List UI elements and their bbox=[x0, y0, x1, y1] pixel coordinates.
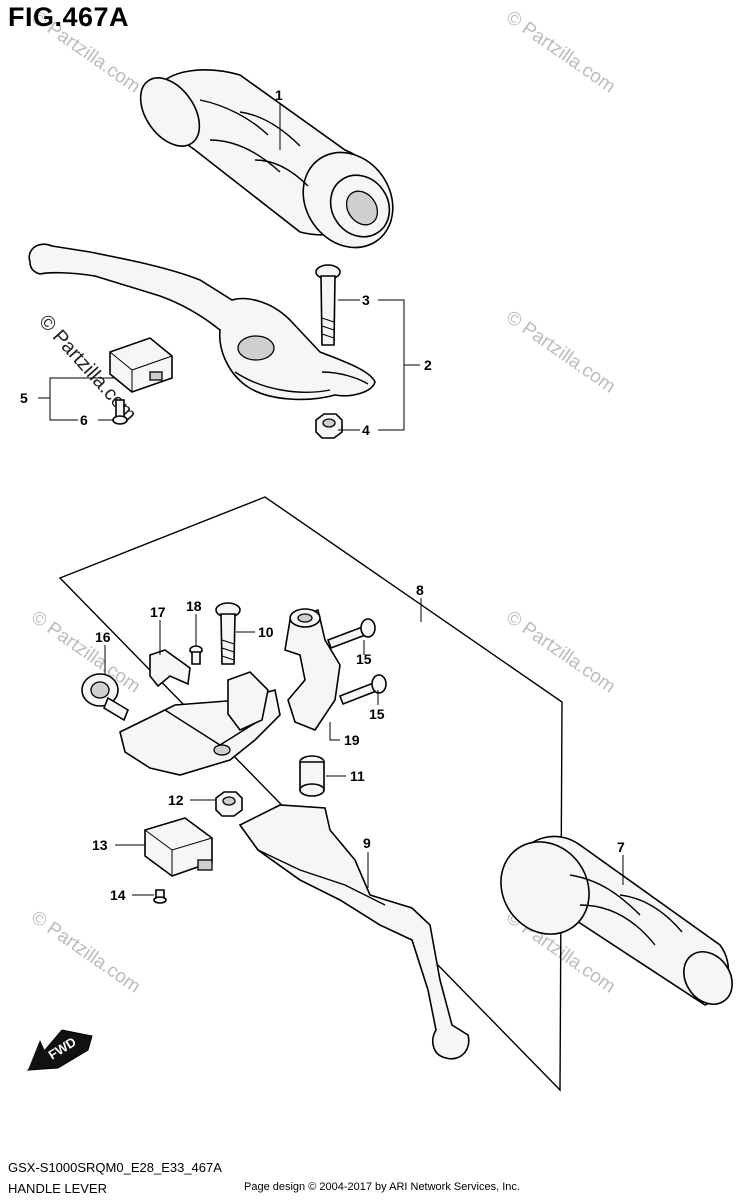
figure-title: FIG.467A bbox=[8, 2, 130, 32]
callout-15-lower: 15 bbox=[369, 706, 385, 722]
clamp-bolt-drawing bbox=[326, 618, 387, 706]
callout-10: 10 bbox=[258, 624, 274, 640]
callout-6: 6 bbox=[80, 412, 88, 428]
small-screw-drawing bbox=[189, 645, 203, 665]
section-name: HANDLE LEVER bbox=[8, 1181, 107, 1196]
bracket-drawing bbox=[284, 608, 341, 731]
clutch-lever-drawing bbox=[238, 804, 470, 1060]
lever-holder-drawing bbox=[119, 671, 281, 776]
callout-16: 16 bbox=[95, 629, 111, 645]
callout-3: 3 bbox=[362, 292, 370, 308]
callout-1: 1 bbox=[275, 87, 283, 103]
leader-lines bbox=[38, 104, 624, 896]
callout-18: 18 bbox=[186, 598, 202, 614]
callout-11: 11 bbox=[350, 768, 365, 784]
callout-14: 14 bbox=[110, 887, 126, 903]
model-code: GSX-S1000SRQM0_E28_E33_467A bbox=[8, 1160, 222, 1175]
callout-19: 19 bbox=[344, 732, 360, 748]
watermark: © Partzilla.com bbox=[502, 307, 619, 398]
fwd-direction-badge: FWD bbox=[26, 1029, 93, 1071]
watermark: © Partzilla.com bbox=[502, 7, 619, 98]
clip-drawing bbox=[149, 649, 191, 688]
callout-7: 7 bbox=[617, 839, 625, 855]
watermark: © Partzilla.com bbox=[502, 607, 619, 698]
copyright-credit: Page design © 2004-2017 by ARI Network S… bbox=[244, 1181, 520, 1193]
callout-17: 17 bbox=[150, 604, 166, 620]
callouts: 1 2 3 4 5 6 7 8 9 10 11 12 13 14 15 15 1… bbox=[20, 87, 625, 903]
grip-left-drawing bbox=[500, 835, 733, 1006]
lever-bolt-drawing bbox=[215, 602, 241, 665]
callout-12: 12 bbox=[168, 792, 184, 808]
watermark: © Partzilla.com bbox=[27, 907, 144, 998]
callout-5: 5 bbox=[20, 390, 28, 406]
pivot-bolt-drawing bbox=[315, 264, 341, 346]
nut-drawing bbox=[315, 413, 343, 439]
callout-13: 13 bbox=[92, 837, 108, 853]
callout-2: 2 bbox=[424, 357, 432, 373]
callout-8: 8 bbox=[416, 582, 424, 598]
lever-nut-drawing bbox=[215, 791, 243, 817]
bushing-drawing bbox=[299, 755, 325, 797]
callout-15-upper: 15 bbox=[356, 651, 372, 667]
switch-lower-drawing bbox=[144, 817, 213, 904]
switch-upper-drawing bbox=[109, 337, 173, 425]
brake-lever-drawing bbox=[28, 243, 376, 401]
callout-9: 9 bbox=[363, 835, 371, 851]
callout-4: 4 bbox=[362, 422, 370, 438]
grip-right-drawing bbox=[139, 69, 394, 249]
adjuster-knob-drawing bbox=[81, 673, 129, 722]
